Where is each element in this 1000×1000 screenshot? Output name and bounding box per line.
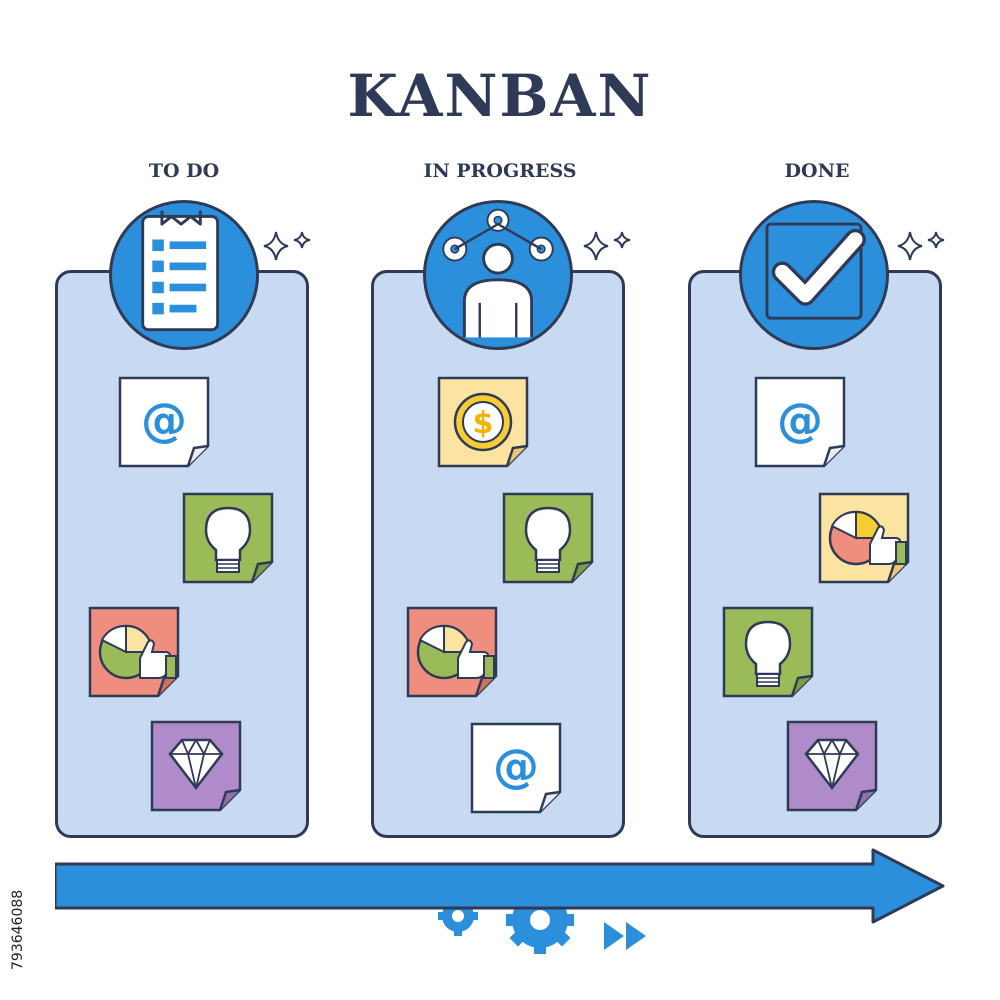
sticky-note: @ bbox=[118, 376, 210, 468]
at-sign-icon: @ bbox=[777, 393, 823, 447]
lightbulb-icon bbox=[524, 506, 572, 573]
sparkle-icon bbox=[263, 231, 311, 261]
lightbulb-icon bbox=[744, 620, 792, 687]
sticky-note bbox=[406, 606, 498, 698]
watermark-id: 793646088 bbox=[10, 889, 26, 970]
diagram-title: KANBAN bbox=[347, 62, 653, 130]
progress-arrow-icon bbox=[55, 848, 945, 924]
sticky-note: $ bbox=[437, 376, 529, 468]
pie-chart-thumbs-up-icon bbox=[98, 624, 177, 680]
person-with-gears-icon bbox=[423, 200, 573, 350]
clipboard-checklist-icon bbox=[109, 200, 259, 350]
sticky-note bbox=[502, 492, 594, 584]
svg-text:$: $ bbox=[473, 406, 494, 441]
sparkle-icon bbox=[897, 231, 945, 261]
at-sign-icon: @ bbox=[493, 739, 539, 793]
diamond-icon bbox=[168, 738, 224, 791]
checkbox-checked-icon bbox=[739, 200, 889, 350]
column-label-done: DONE bbox=[784, 160, 850, 182]
dollar-coin-icon: $ bbox=[453, 392, 513, 452]
sticky-note: @ bbox=[754, 376, 846, 468]
sticky-note bbox=[150, 720, 242, 812]
sticky-note bbox=[722, 606, 814, 698]
fast-forward-icon bbox=[604, 922, 646, 950]
sparkle-icon bbox=[583, 231, 631, 261]
gears-decoration bbox=[438, 902, 646, 954]
column-label-todo: TO DO bbox=[148, 160, 220, 182]
sticky-note bbox=[818, 492, 910, 584]
column-label-in-progress: IN PROGRESS bbox=[423, 160, 577, 182]
sticky-note: @ bbox=[470, 722, 562, 814]
sticky-note bbox=[88, 606, 180, 698]
sticky-note bbox=[182, 492, 274, 584]
sticky-note bbox=[786, 720, 878, 812]
pie-chart-thumbs-up-icon bbox=[828, 510, 907, 566]
pie-chart-thumbs-up-icon bbox=[416, 624, 495, 680]
lightbulb-icon bbox=[204, 506, 252, 573]
at-sign-icon: @ bbox=[141, 393, 187, 447]
diamond-icon bbox=[804, 738, 860, 791]
